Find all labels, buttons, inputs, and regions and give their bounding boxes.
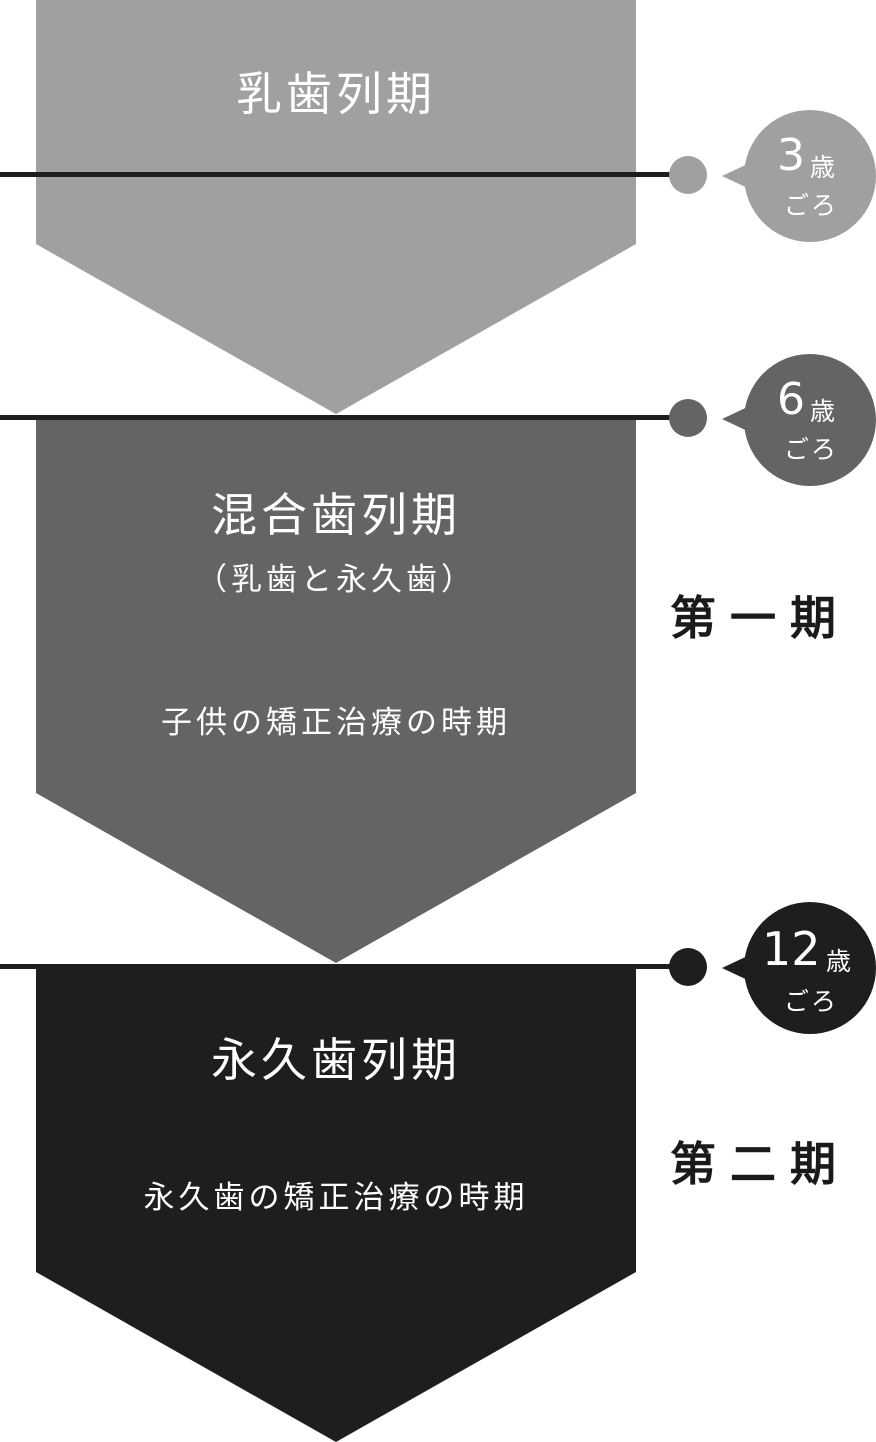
mixed-dentition-arrow [36,418,636,963]
phase-subtitle-mixed: （乳歯と永久歯） [196,562,476,598]
age-unit-12: 歳 [826,947,852,976]
milestone-line-3 [0,172,690,177]
age-bubble-12 [722,902,876,1034]
milestone-dot-3 [669,156,707,194]
primary-dentition-arrow [36,0,636,414]
age-bubble-6 [722,354,876,486]
phase-title-primary: 乳歯列期 [236,67,436,121]
age-approx-6: ごろ [784,435,839,464]
phase-title-permanent: 永久歯列期 [211,1033,461,1087]
age-approx-12: ごろ [784,987,839,1016]
age-number-12: 12 [762,922,821,976]
phase-title-mixed: 混合歯列期 [211,488,461,542]
period-label-second: 第二期 [670,1137,850,1191]
age-unit-3: 歳 [810,153,836,182]
age-number-3: 3 [777,130,805,181]
permanent-dentition-arrow [36,966,636,1442]
milestone-dot-12 [669,948,707,986]
phase-description-permanent: 永久歯の矯正治療の時期 [143,1180,529,1216]
age-unit-6: 歳 [810,397,836,426]
phase-description-mixed: 子供の矯正治療の時期 [161,705,511,741]
age-bubble-3 [722,110,876,242]
milestone-line-6 [0,415,690,420]
period-label-first: 第一期 [670,591,850,645]
age-approx-3: ごろ [784,191,839,220]
milestone-line-12 [0,964,690,969]
milestone-dot-6 [669,399,707,437]
age-number-6: 6 [777,374,805,425]
